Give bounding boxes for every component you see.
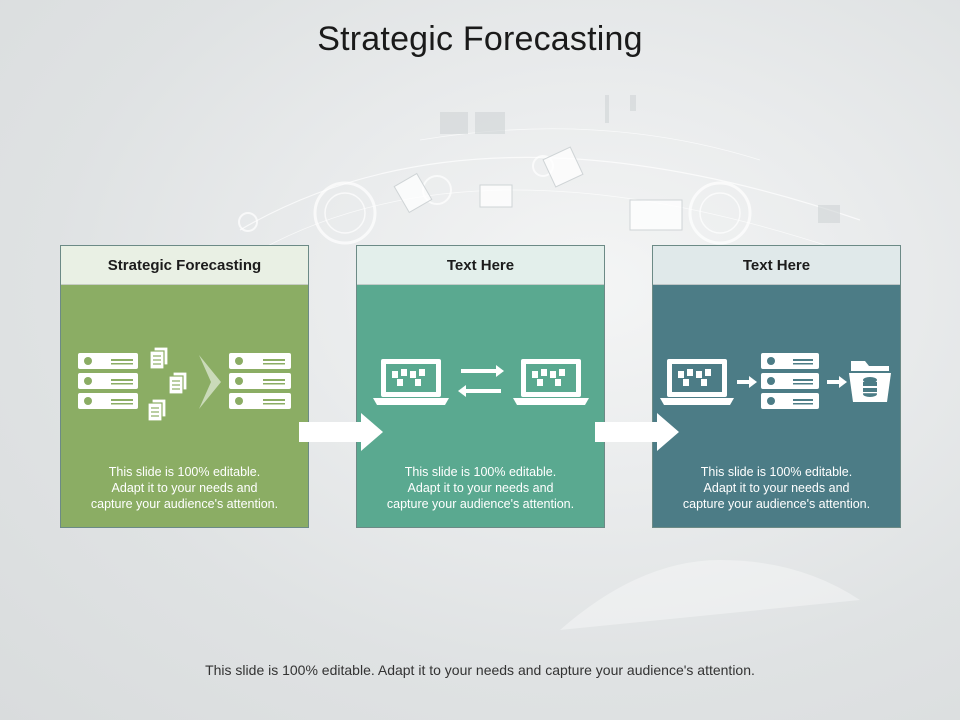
card-body: This slide is 100% editable. Adapt it to… — [653, 285, 900, 527]
server-stack-icon — [229, 353, 291, 409]
card-body: This slide is 100% editable. Adapt it to… — [357, 285, 604, 527]
document-icon — [149, 346, 169, 370]
card-text-here-1: Text Here This slide is 100% editable. A… — [356, 245, 605, 528]
card-header: Text Here — [653, 246, 900, 285]
card-description: This slide is 100% editable. Adapt it to… — [682, 465, 871, 511]
laptop-icon — [513, 359, 589, 405]
laptop-icon — [373, 359, 449, 405]
page-title: Strategic Forecasting — [317, 20, 643, 58]
footer-caption: This slide is 100% editable. Adapt it to… — [205, 662, 755, 678]
card-2-icons — [373, 359, 589, 405]
arrow-right-icon — [737, 376, 757, 388]
card-1-icons — [78, 346, 291, 422]
document-icon — [147, 398, 167, 422]
card-body: This slide is 100% editable. Adapt it to… — [61, 285, 308, 527]
card-header: Strategic Forecasting — [61, 246, 308, 285]
card-header: Text Here — [357, 246, 604, 285]
arrow-right-icon — [595, 413, 679, 451]
arrow-right-icon — [299, 413, 383, 451]
chevron-right-icon — [199, 355, 221, 409]
document-icon — [168, 371, 188, 395]
card-description: This slide is 100% editable. Adapt it to… — [90, 465, 279, 511]
card-text-here-2: Text Here — [652, 245, 901, 528]
card-3-icons — [660, 353, 891, 409]
folder-database-icon — [849, 361, 891, 402]
card-description: This slide is 100% editable. Adapt it to… — [386, 465, 575, 511]
sync-arrows-icon — [458, 365, 504, 397]
server-stack-icon — [78, 353, 138, 409]
arrow-right-icon — [827, 376, 847, 388]
server-stack-icon — [761, 353, 819, 409]
card-strategic-forecasting: Strategic Forecasting — [60, 245, 309, 528]
laptop-icon — [660, 359, 734, 405]
